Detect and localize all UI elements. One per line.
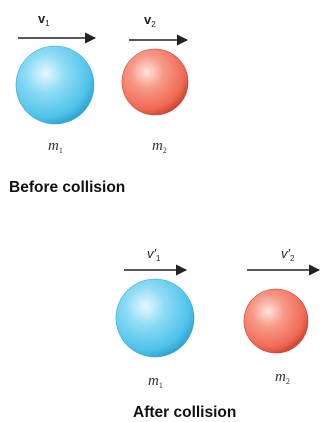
velocity-label-v1-before: v1: [38, 11, 50, 28]
mass-subscript: 2: [286, 377, 290, 386]
mass-subscript: 1: [159, 381, 163, 390]
ball-m2-before: [121, 48, 189, 116]
mass-subscript: 1: [59, 146, 63, 155]
mass-label-m1-after: m1: [148, 373, 163, 390]
velocity-subscript: 1: [45, 19, 50, 28]
ball-m1-before: [15, 45, 95, 125]
mass-subscript: 2: [163, 146, 167, 155]
velocity-subscript: 2: [290, 254, 295, 263]
velocity-symbol: v: [144, 12, 152, 27]
mass-label-m1-before: m1: [48, 138, 63, 155]
after-collision-group: v′1 v′2 m1 m2 After collision: [115, 246, 321, 421]
velocity-label-v2-before: v2: [144, 12, 156, 29]
velocity-subscript: 2: [151, 20, 156, 29]
velocity-symbol: v′: [281, 246, 291, 261]
mass-symbol: m: [48, 138, 59, 154]
mass-label-m2-before: m2: [152, 138, 167, 155]
ball-m1-after: [115, 278, 195, 358]
caption-after-collision: After collision: [133, 404, 236, 421]
mass-symbol: m: [152, 138, 163, 154]
velocity-symbol: v′: [147, 246, 157, 261]
velocity-symbol: v: [38, 11, 46, 26]
velocity-label-v1-after: v′1: [147, 246, 161, 263]
velocity-label-v2-after: v′2: [281, 246, 295, 263]
mass-symbol: m: [275, 369, 286, 385]
caption-before-collision: Before collision: [9, 179, 125, 196]
mass-symbol: m: [148, 373, 159, 389]
ball-m2-after: [243, 288, 309, 354]
before-collision-group: v1 v2 m1 m2 Before collision: [9, 11, 189, 196]
velocity-subscript: 1: [156, 254, 161, 263]
mass-label-m2-after: m2: [275, 369, 290, 386]
